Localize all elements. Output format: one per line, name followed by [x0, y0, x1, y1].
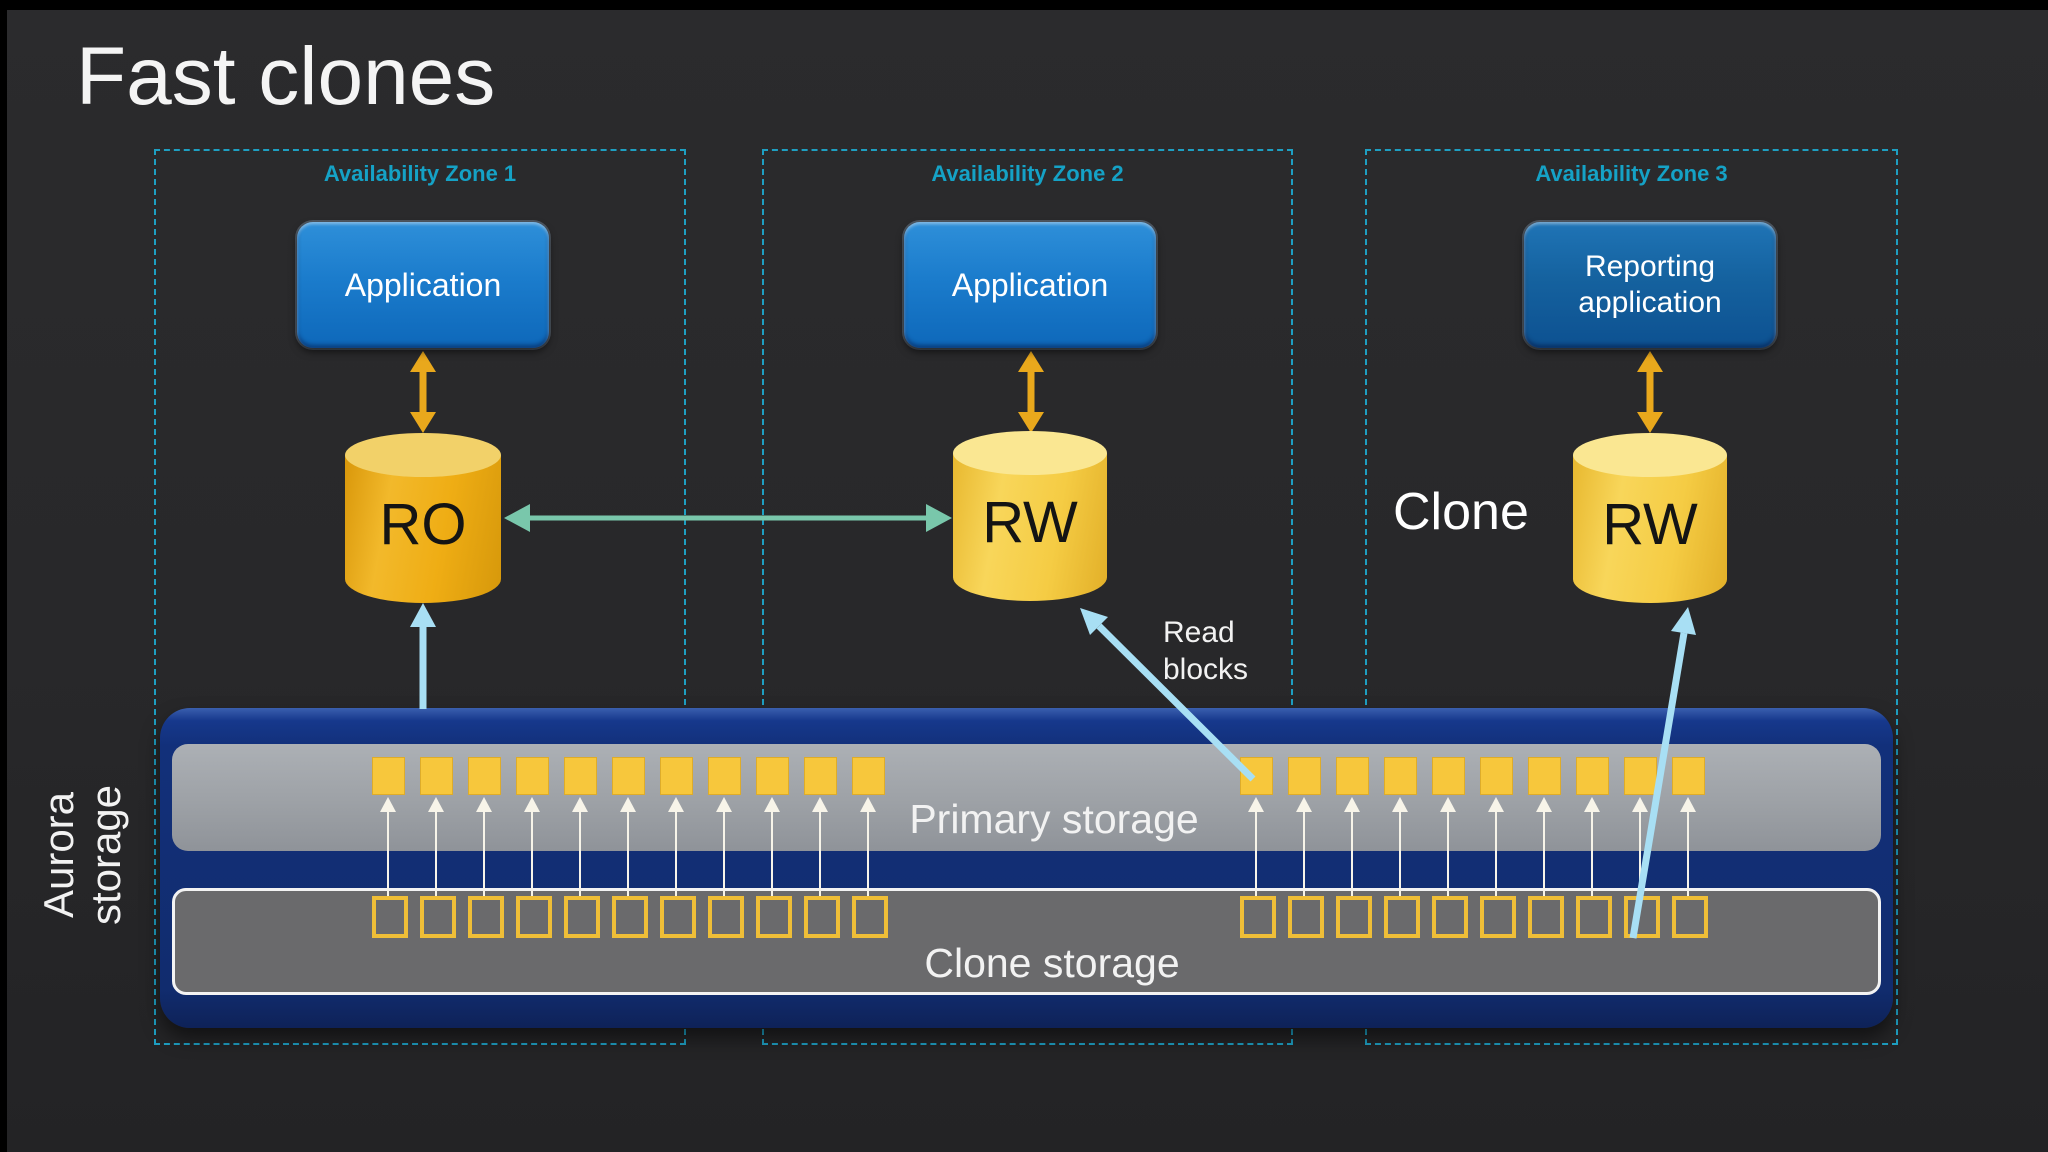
top-edge-bar — [0, 0, 2048, 10]
availability-zone-2: Availability Zone 2 — [762, 149, 1293, 1045]
application-box-az1-label: Application — [344, 266, 502, 303]
application-box-az2: Application — [904, 222, 1156, 348]
db-cylinder-rw-primary-body — [953, 453, 1107, 601]
zone-3-label: Availability Zone 3 — [1535, 161, 1728, 186]
primary-storage-label: Primary storage — [909, 796, 1199, 842]
db-rw-clone-label: RW — [1602, 492, 1698, 557]
aurora-storage-label: Aurora storage — [34, 784, 129, 926]
db-cylinder-rw-primary: RW — [953, 431, 1107, 601]
db-rw-primary-label: RW — [982, 490, 1078, 555]
db-ro-label: RO — [379, 492, 467, 557]
application-box-az1: Application — [297, 222, 549, 348]
db-cylinder-ro: RO — [345, 433, 501, 603]
page-title: Fast clones — [76, 31, 496, 122]
db-cylinder-ro-body — [345, 455, 501, 603]
clone-storage-bar — [172, 888, 1881, 995]
clone-annotation: Clone — [1393, 483, 1529, 541]
zone-1-label: Availability Zone 1 — [323, 161, 517, 186]
db-cylinder-ro-top — [345, 433, 501, 477]
zone-2-label: Availability Zone 2 — [931, 161, 1124, 186]
application-box-az2-label: Application — [951, 266, 1109, 303]
left-edge-bar — [0, 0, 7, 1152]
db-cylinder-rw-clone-top — [1573, 433, 1727, 477]
db-cylinder-rw-clone-body — [1573, 455, 1727, 603]
clone-storage-label: Clone storage — [924, 940, 1180, 986]
db-cylinder-rw-primary-top — [953, 431, 1107, 475]
db-cylinder-rw-clone: RW — [1573, 433, 1727, 603]
availability-zone-3: Availability Zone 3 — [1365, 149, 1898, 1045]
availability-zone-1: Availability Zone 1 — [154, 149, 686, 1045]
read-blocks-annotation: Read blocks — [1163, 616, 1249, 686]
reporting-application-label: Reporting application — [1578, 250, 1722, 319]
reporting-application-box: Reporting application — [1524, 222, 1776, 348]
